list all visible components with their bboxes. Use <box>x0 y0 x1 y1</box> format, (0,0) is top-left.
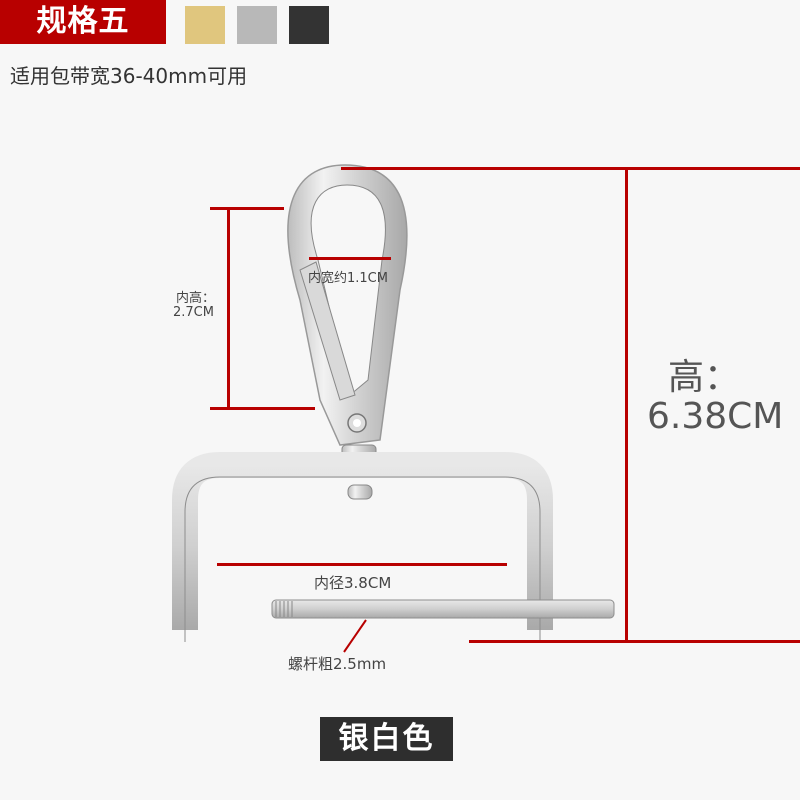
inner-height-label: 内高： <box>176 291 216 306</box>
color-swatch-silver[interactable] <box>237 6 277 44</box>
total-height-value: 6.38CM <box>647 396 784 437</box>
total-height-label: 高： <box>668 357 741 398</box>
inner-height-top-line <box>210 207 284 210</box>
color-swatch-black[interactable] <box>289 6 329 44</box>
inner-width-line <box>309 257 391 260</box>
inner-height-bottom-line <box>210 407 315 410</box>
strap-width-note: 适用包带宽36-40mm可用 <box>10 64 248 88</box>
screw-pointer-line <box>343 619 367 653</box>
inner-diameter-line <box>217 563 507 566</box>
total-height-bottom-line <box>469 640 800 643</box>
color-name-tag: 银白色 <box>320 717 453 761</box>
inner-height-vertical-line <box>227 207 230 409</box>
screw-thickness-label: 螺杆粗2.5mm <box>288 655 387 673</box>
color-swatch-gold[interactable] <box>185 6 225 44</box>
inner-width-label: 内宽约1.1CM <box>308 271 388 286</box>
total-height-vertical-line <box>625 167 628 643</box>
spec-title-badge: 规格五 <box>0 0 166 44</box>
inner-diameter-label: 内径3.8CM <box>314 574 392 592</box>
total-height-top-line <box>341 167 800 170</box>
inner-height-value: 2.7CM <box>173 305 214 320</box>
